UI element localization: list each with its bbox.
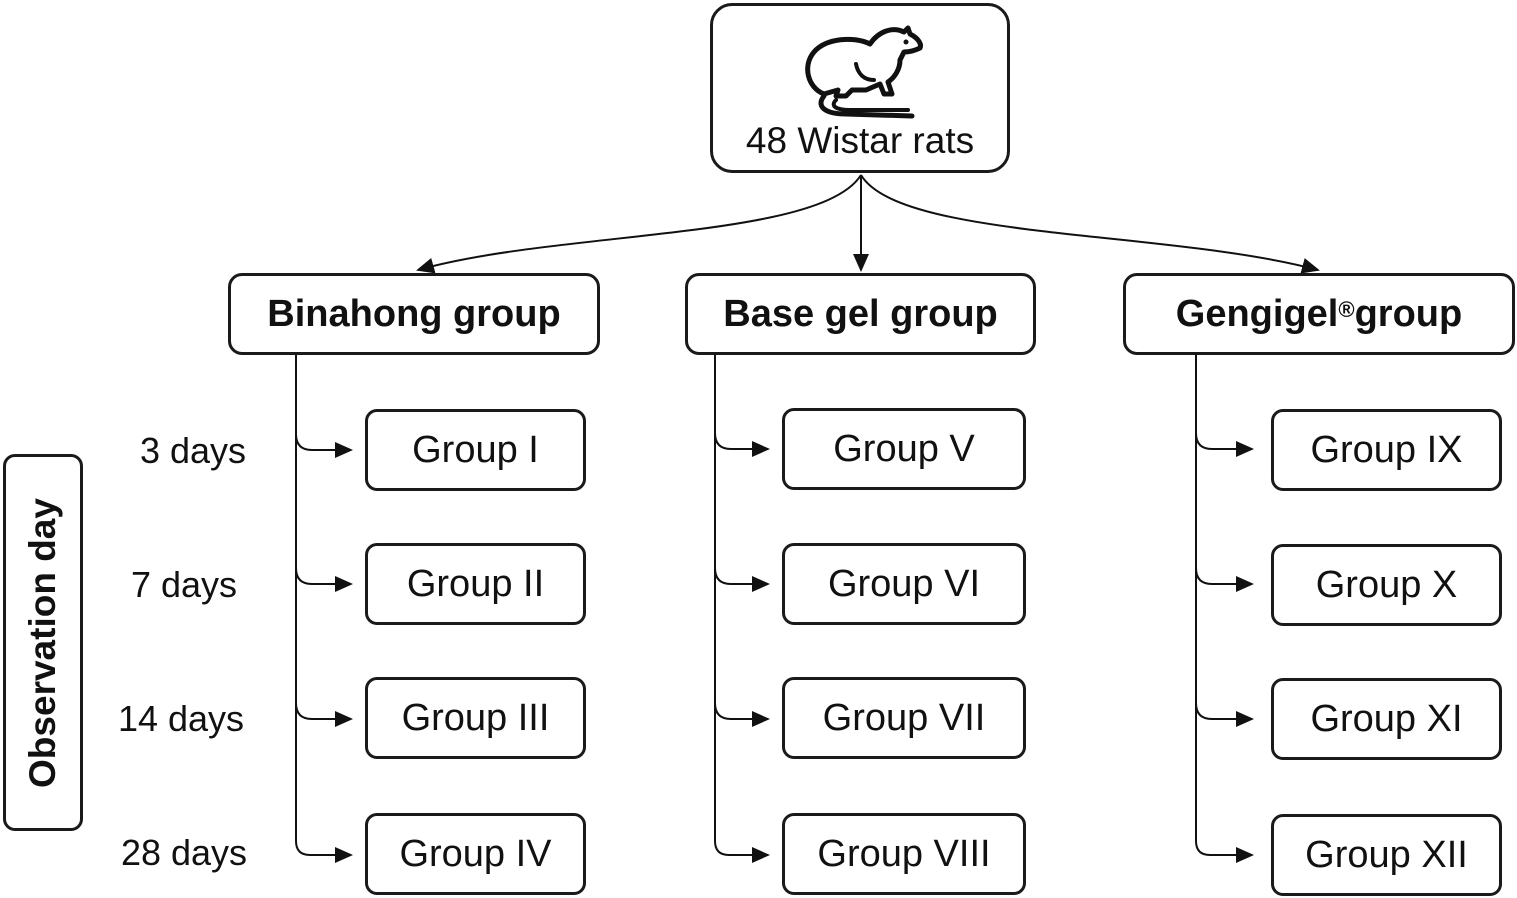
group-label: Group I [412,428,539,471]
group-box: Group X [1271,544,1502,626]
treatment-label: Gengigel [1175,292,1339,335]
group-box: Group XII [1271,814,1502,896]
day-label: 7 days [130,564,238,605]
arrow-root-binahong [416,174,862,274]
group-label: Group V [833,427,975,470]
treatment-base-gel: Base gel group [685,273,1036,355]
observation-day-box: Observation day [3,454,83,831]
day-label: 14 days [117,698,245,739]
branch-trunk [1195,355,1211,856]
treatment-label: Binahong group [267,292,561,335]
branch-arrow [1195,702,1254,727]
branch-arrow [295,702,353,727]
group-label: Group VI [827,562,981,605]
registered-mark: ® [1338,297,1355,322]
group-label: Group VIII [817,832,991,875]
branch-arrow [1195,432,1254,457]
group-label: Group X [1315,563,1458,606]
group-label: Group III [401,696,550,739]
branch-arrow [714,702,770,727]
group-label: Group IX [1310,428,1463,471]
treatment-gengigel: Gengigel® group [1123,273,1515,355]
branch-arrow [295,567,353,592]
arrow-root-gengigel [860,174,1320,274]
day-label: 3 days [139,430,247,471]
group-label: Group XII [1305,833,1468,876]
group-box: Group II [365,543,586,625]
group-box: Group IV [365,813,586,895]
group-label: Group IV [399,832,552,875]
root-label: 48 Wistar rats [745,120,975,161]
group-label: Group II [406,562,545,605]
branch-trunk [295,355,311,856]
group-box: Group V [782,408,1026,490]
branch-arrow [714,432,770,457]
group-box: Group XI [1271,678,1502,760]
group-label: Group XI [1310,697,1463,740]
group-box: Group VI [782,543,1026,625]
group-box: Group VIII [782,813,1026,895]
treatment-label-suffix: group [1354,292,1463,335]
group-label: Group VII [822,696,986,739]
rat-icon [805,25,923,119]
group-box: Group VII [782,677,1026,759]
group-box: Group IX [1271,409,1502,491]
treatment-label: Base gel group [723,292,998,335]
observation-day-label: Observation day [22,497,63,788]
group-box: Group I [365,409,586,491]
day-label: 28 days [120,832,248,873]
treatment-binahong: Binahong group [228,273,600,355]
branch-arrow [1195,567,1254,592]
group-box: Group III [365,677,586,759]
branch-arrow [295,433,353,458]
branch-arrow [714,567,770,592]
root-node: 48 Wistar rats [710,3,1010,173]
branch-trunk [714,355,730,856]
